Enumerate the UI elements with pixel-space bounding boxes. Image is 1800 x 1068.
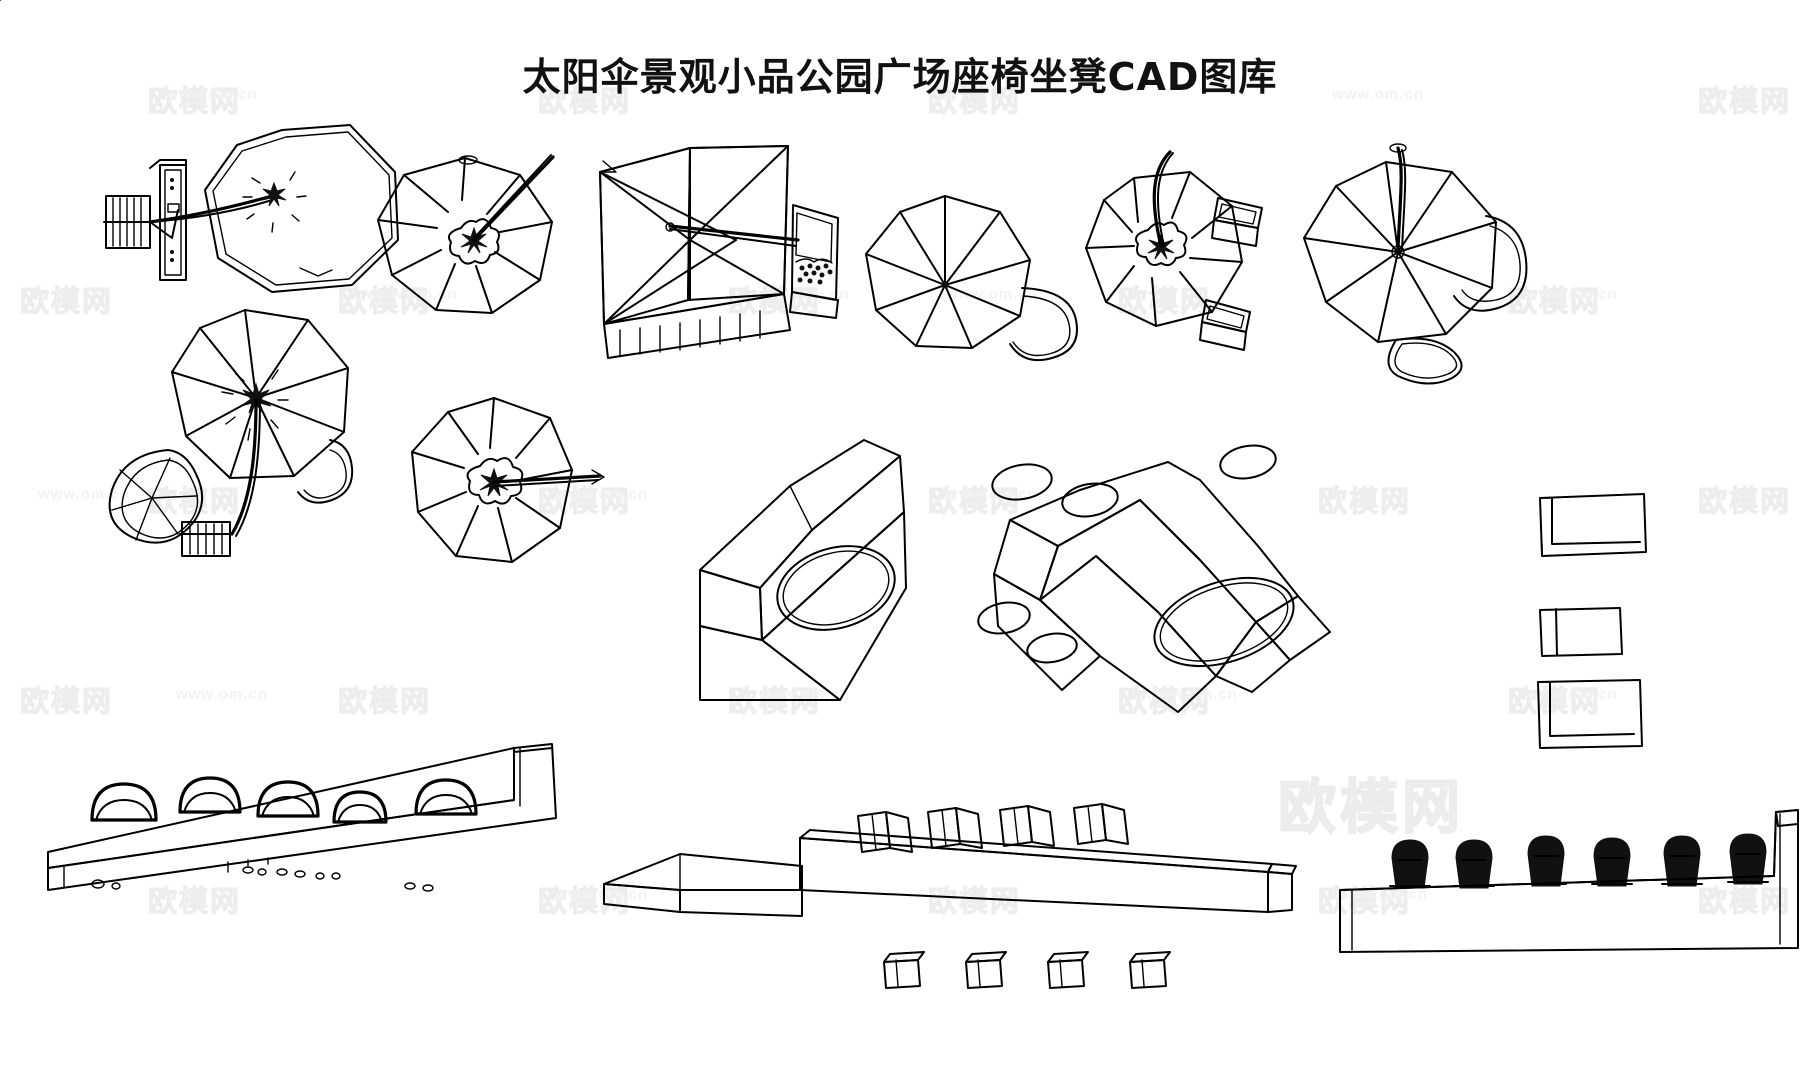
object-modular-seat-blocks-plan (1537, 493, 1647, 749)
chair-bottom-group (883, 951, 1171, 989)
object-long-table-with-chairs-plan (603, 803, 1297, 989)
object-long-bench-with-domed-stools-elevation (47, 743, 557, 892)
object-octagon-parasol-with-pod-chair-plan (108, 309, 354, 557)
bollard-light-group (1389, 833, 1769, 889)
object-zigzag-bench-with-stools-axon (977, 444, 1331, 713)
object-octagon-parasol-with-chairs-plan (1085, 150, 1263, 351)
object-large-octagon-parasol-with-lounger-plan (1303, 143, 1528, 385)
page-title: 太阳伞景观小品公园广场座椅坐凳CAD图库 (522, 55, 1278, 99)
object-wall-mounted-octagon-parasol-with-bench (103, 124, 399, 293)
object-scalloped-parasol-plan (411, 397, 605, 563)
object-octagon-parasol-with-round-seat-plan (865, 195, 1078, 362)
chair-top-group (857, 803, 1129, 853)
object-bench-with-bollard-lights-elevation (1339, 809, 1799, 953)
object-square-parasol-with-seat-plan (0, 0, 839, 359)
object-angular-bench-with-planter-axon (699, 439, 907, 701)
object-round-scalloped-parasol-plan (377, 154, 555, 314)
domed-stool-group (90, 776, 478, 824)
